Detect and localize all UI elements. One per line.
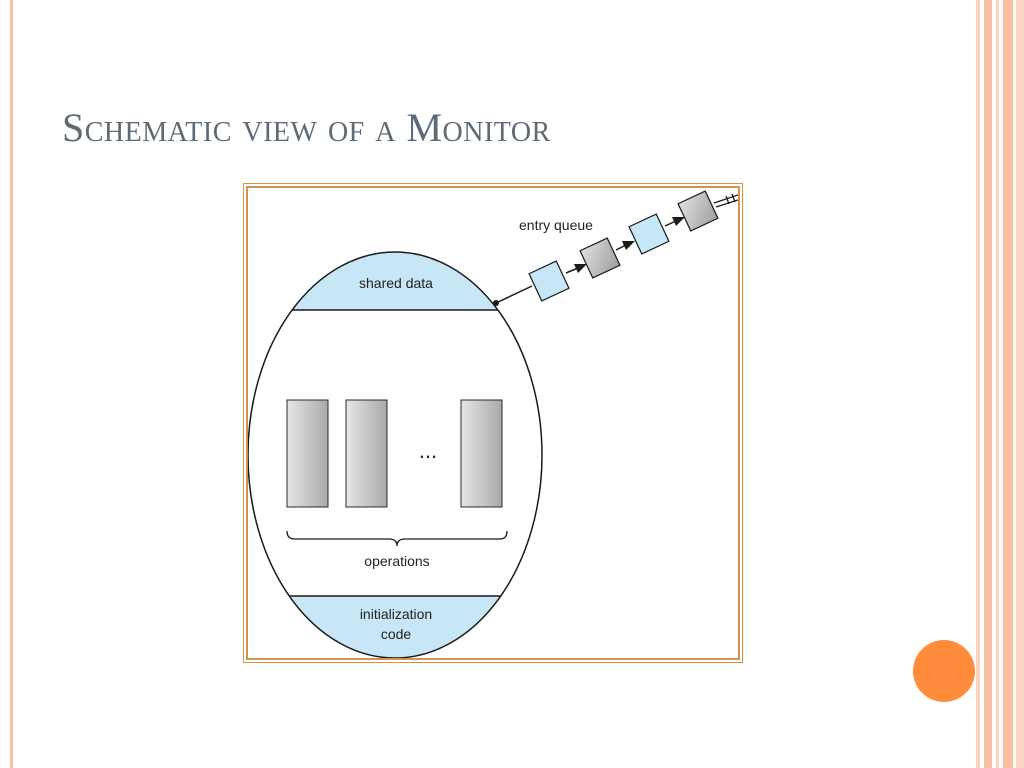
operations-ellipsis: ... bbox=[419, 438, 437, 463]
shared-data-region bbox=[248, 252, 542, 310]
operations-label: operations bbox=[364, 553, 429, 569]
queue-process-box bbox=[628, 213, 670, 255]
accent-circle bbox=[913, 640, 975, 702]
queue-tail-tick bbox=[731, 193, 736, 203]
initialization-code-label-line2: code bbox=[381, 626, 412, 642]
initialization-code-label-line1: initialization bbox=[360, 606, 432, 622]
operation-block bbox=[345, 399, 388, 508]
left-border-stripe bbox=[10, 0, 13, 768]
operation-block bbox=[286, 399, 329, 508]
queue-arrowhead bbox=[622, 241, 635, 250]
monitor-diagram: shared data ... operations initializatio… bbox=[248, 190, 738, 658]
right-border-stripe-4 bbox=[1003, 0, 1013, 768]
queue-tail-tick bbox=[725, 195, 730, 205]
right-border-stripe-5 bbox=[1016, 0, 1024, 768]
queue-process-box bbox=[677, 190, 719, 232]
monitor-ellipse bbox=[248, 251, 543, 658]
entry-queue-label: entry queue bbox=[519, 217, 593, 233]
slide-title: Schematic view of a Monitor bbox=[62, 105, 551, 150]
queue-tail-link bbox=[713, 194, 738, 204]
monitor-diagram-frame: shared data ... operations initializatio… bbox=[243, 183, 743, 663]
queue-arrowhead bbox=[672, 217, 685, 226]
right-border-stripe-3 bbox=[996, 0, 999, 768]
queue-link bbox=[495, 285, 533, 304]
queue-process-box bbox=[579, 237, 621, 279]
operation-block bbox=[460, 399, 503, 508]
operations-brace bbox=[286, 530, 508, 547]
queue-link bbox=[565, 267, 579, 274]
queue-arrowhead bbox=[574, 264, 587, 273]
queue-process-box bbox=[528, 260, 570, 302]
right-border-stripe-2 bbox=[984, 0, 992, 768]
right-border-stripe-1 bbox=[976, 0, 980, 768]
shared-data-label: shared data bbox=[359, 275, 433, 291]
